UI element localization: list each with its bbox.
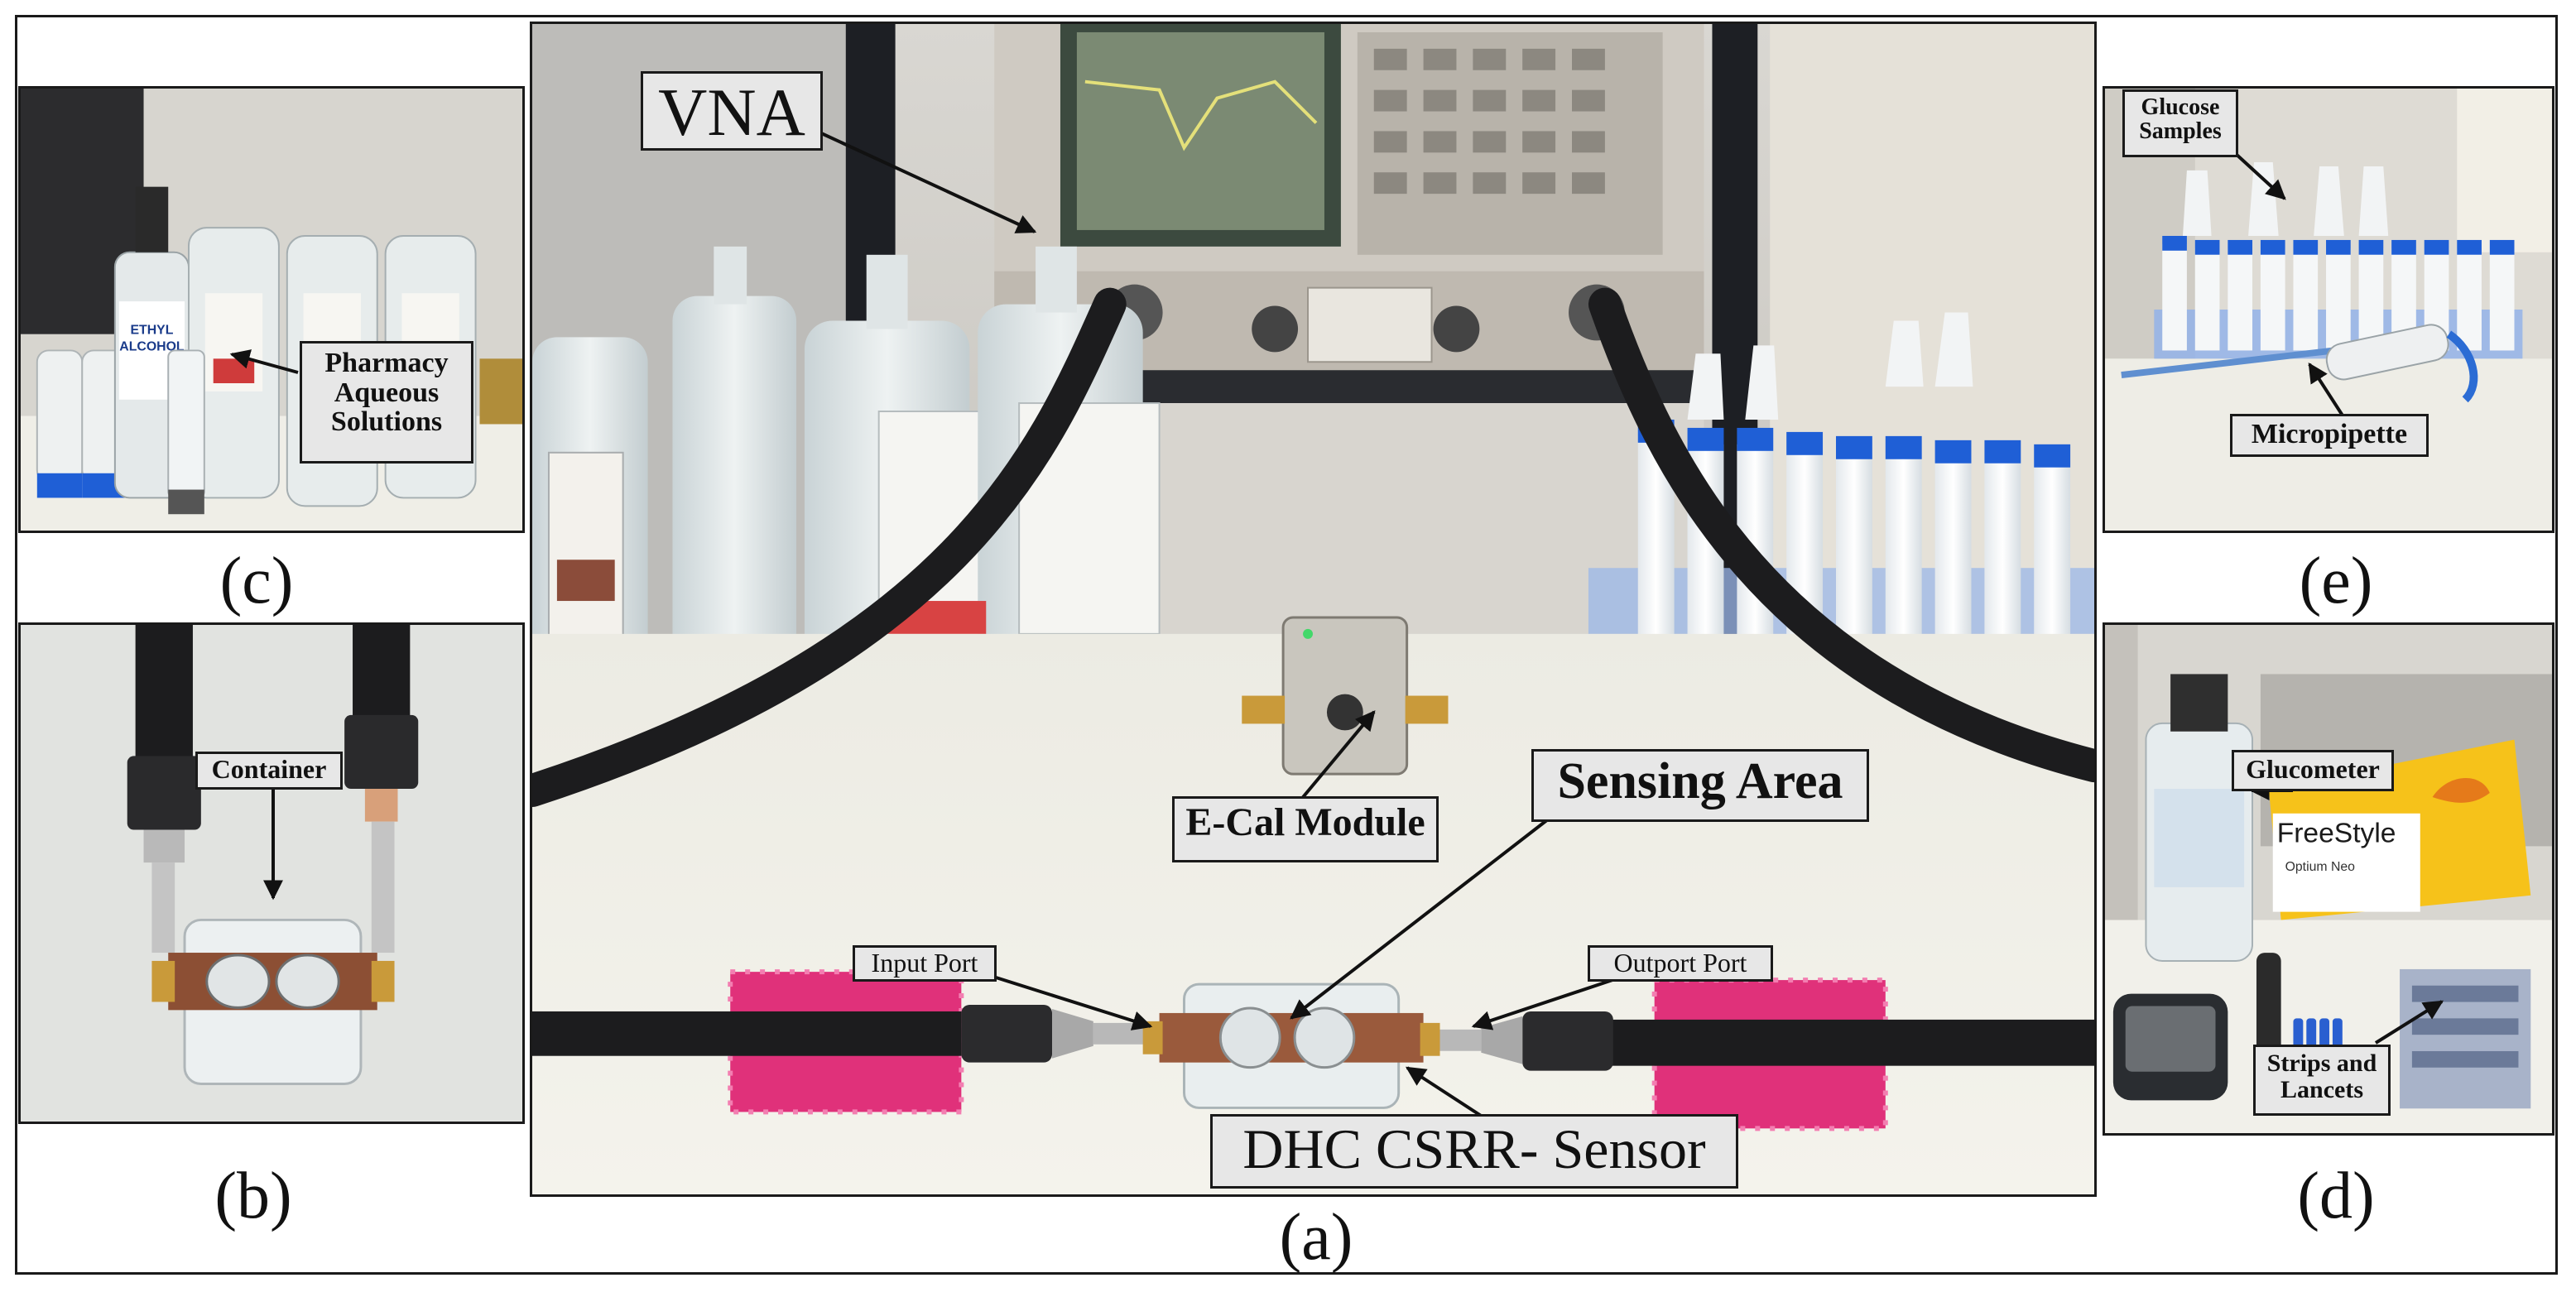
optium-neo-product: Optium Neo <box>2285 860 2356 874</box>
label-container: Container <box>195 752 343 790</box>
label-input-port: Input Port <box>853 945 997 982</box>
panel-label-d: (d) <box>2297 1160 2375 1232</box>
label-dhc-csrr-sensor: DHC CSRR- Sensor <box>1210 1114 1738 1189</box>
panel-label-e: (e) <box>2299 545 2373 617</box>
label-outport-port: Outport Port <box>1588 945 1773 982</box>
label-pharmacy-aqueous-solutions: Pharmacy Aqueous Solutions <box>300 341 473 464</box>
label-pharmacy-line-2: Aqueous <box>334 377 440 408</box>
label-pharmacy-line-3: Solutions <box>330 406 443 438</box>
label-strips-line-1: Strips and <box>2266 1050 2377 1077</box>
label-glucometer: Glucometer <box>2232 750 2394 791</box>
label-sensing-area: Sensing Area <box>1531 749 1869 822</box>
ethyl-alcohol-label-2: ALCOHOL <box>119 339 185 353</box>
label-strips-line-2: Lancets <box>2280 1075 2363 1103</box>
panel-label-c: (c) <box>219 545 294 617</box>
photo-panel-a <box>530 22 2097 1197</box>
photo-pharmacy-illustration: ETHYL ALCOHOL <box>21 89 522 531</box>
label-glucose-samples: Glucose Samples <box>2122 89 2238 157</box>
label-pharmacy-line-1: Pharmacy <box>324 348 449 378</box>
photo-panel-c: ETHYL ALCOHOL <box>18 86 525 533</box>
label-micropipette: Micropipette <box>2230 414 2429 457</box>
panel-label-b: (b) <box>214 1160 292 1232</box>
label-vna: VNA <box>641 71 823 151</box>
freestyle-brand: FreeStyle <box>2277 818 2396 848</box>
photo-container-illustration <box>21 625 522 1122</box>
ethyl-alcohol-label-1: ETHYL <box>130 324 173 338</box>
label-glucose-line-1: Glucose <box>2141 94 2220 120</box>
photo-panel-b <box>18 622 525 1124</box>
label-glucose-line-2: Samples <box>2139 118 2222 145</box>
label-e-cal-module: E-Cal Module <box>1172 796 1439 862</box>
panel-label-a: (a) <box>1279 1201 1353 1274</box>
photo-setup-illustration <box>532 24 2094 1194</box>
label-strips-and-lancets: Strips and Lancets <box>2253 1045 2391 1116</box>
